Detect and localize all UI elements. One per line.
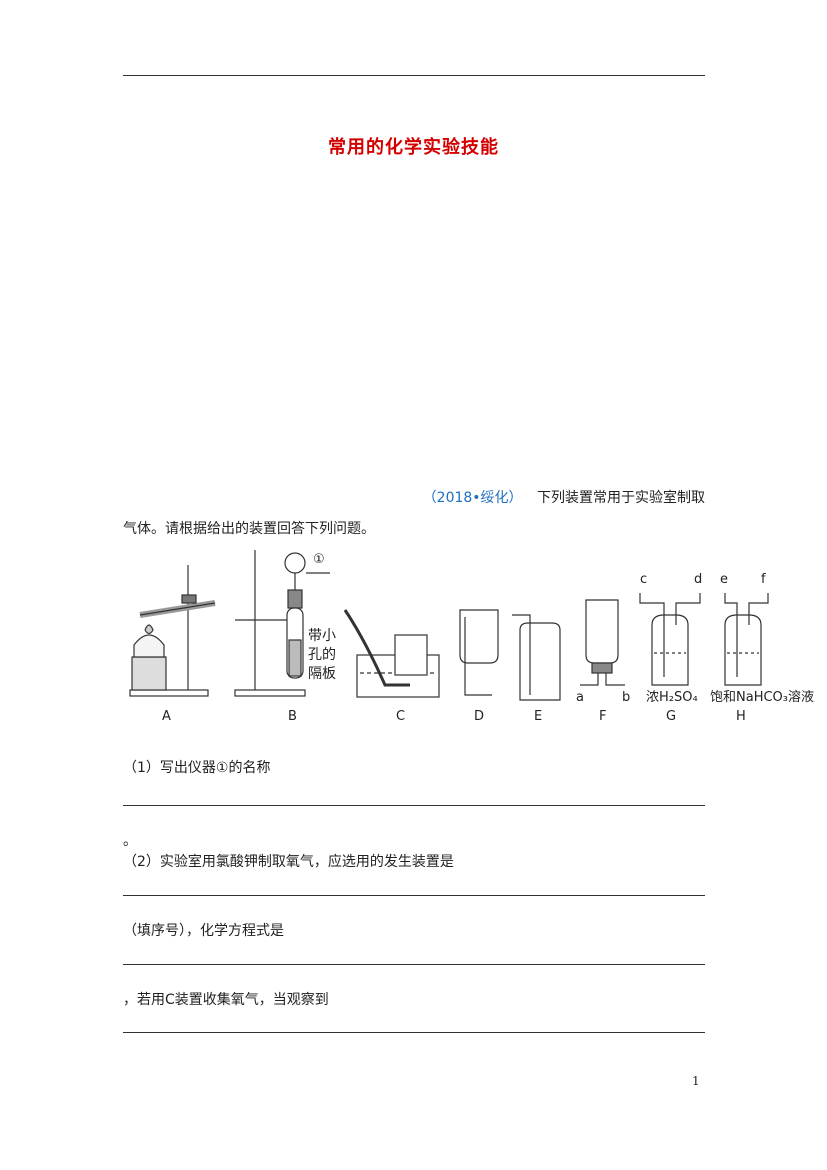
reagent-g: 浓H₂SO₄ [646, 690, 698, 705]
partition-label-3: 隔板 [308, 666, 336, 682]
port-d: d [694, 572, 702, 587]
port-e: e [720, 572, 728, 587]
label-f: F [599, 709, 606, 724]
label-d: D [474, 709, 484, 724]
label-c: C [396, 709, 405, 724]
apparatus-g: c d 浓H₂SO₄ G [639, 572, 702, 724]
answer-line-1[interactable] [123, 805, 705, 806]
answer-line-4[interactable] [123, 1032, 705, 1033]
port-b: b [622, 690, 630, 705]
question-2: （2）实验室用氯酸钾制取氧气，应选用的发生装置是 [123, 854, 454, 870]
intro-text-1: 下列装置常用于实验室制取 [537, 490, 705, 506]
apparatus-d: D [459, 609, 499, 724]
label-g: G [666, 709, 676, 724]
document-title: 常用的化学实验技能 [328, 137, 499, 158]
apparatus-h: e f 饱和NaHCO₃溶液 H [710, 572, 814, 724]
intro-line-2: 气体。请根据给出的装置回答下列问题。 [123, 521, 375, 537]
page-number: 1 [692, 1074, 700, 1088]
question-1: （1）写出仪器①的名称 [123, 760, 271, 776]
apparatus-e: E [512, 614, 561, 724]
reagent-h: 饱和NaHCO₃溶液 [710, 690, 814, 705]
label-b: B [288, 709, 297, 724]
header-rule [123, 75, 705, 76]
apparatus-f: a b F [576, 599, 630, 724]
source-tag: （2018•绥化） [422, 490, 523, 506]
label-h: H [736, 709, 746, 724]
question-2-b: （填序号），化学方程式是 [123, 923, 284, 939]
port-a: a [576, 690, 584, 705]
partition-label-2: 孔的 [308, 647, 336, 663]
label-e: E [534, 709, 542, 724]
apparatus-c: C [343, 609, 440, 724]
apparatus-a: A [129, 565, 216, 724]
apparatus-b: ① 带小 孔的 隔板 B [234, 550, 336, 724]
port-f: f [761, 572, 766, 587]
question-2-c: ，若用C装置收集氧气，当观察到 [123, 992, 329, 1008]
answer-line-3[interactable] [123, 964, 705, 965]
callout-1: ① [313, 552, 325, 567]
partition-label-1: 带小 [308, 628, 336, 644]
apparatus-figure: A ① 带小 孔的 隔板 B C D E [129, 550, 814, 724]
port-c: c [640, 572, 647, 587]
label-a: A [162, 709, 171, 724]
question-1-end: 。 [123, 833, 137, 849]
answer-line-2[interactable] [123, 895, 705, 896]
intro-line-1: （2018•绥化） 下列装置常用于实验室制取 [123, 488, 705, 508]
